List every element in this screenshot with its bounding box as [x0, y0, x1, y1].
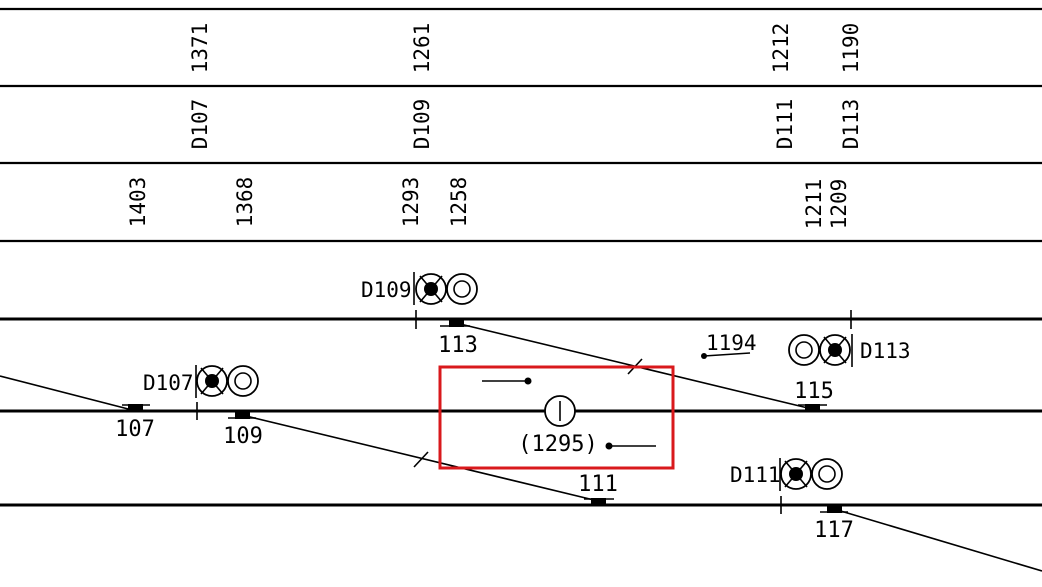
- signal-label: D111: [730, 463, 781, 487]
- signal-lamp-icon: [415, 273, 447, 305]
- signal-label: D109: [361, 278, 412, 302]
- marker-label: 1194: [706, 331, 757, 355]
- joint-slash: [413, 451, 429, 468]
- signal-lamp-inner-icon: [818, 465, 836, 483]
- diverging-track-left: [0, 375, 137, 412]
- insulated-joints: [196, 310, 852, 514]
- signal-lamp-inner-icon: [234, 372, 252, 390]
- signal-d111: D111: [730, 458, 843, 491]
- signal-lamp-inner-icon: [453, 280, 471, 298]
- switch-113-mark: [449, 320, 464, 327]
- tracks: [0, 317, 1042, 572]
- header-value: 1209: [827, 179, 851, 230]
- point-label: 113: [438, 333, 478, 358]
- point-label: 115: [794, 379, 834, 404]
- header-value: 1258: [447, 177, 471, 228]
- header-value: 1371: [188, 23, 212, 74]
- header-value: 1403: [126, 177, 150, 228]
- signal-lamp-icon: [811, 458, 843, 490]
- point-labels: 113 107 109 115 111 117: [115, 333, 854, 543]
- header-row-2: D107 D109 D111 D113: [188, 99, 863, 150]
- signal-lamp-icon: [780, 458, 812, 490]
- header-row-3: 1403 1368 1293 1258 1211 1209: [126, 177, 851, 230]
- header-value: 1261: [410, 23, 434, 74]
- header-value: 1368: [233, 177, 257, 228]
- crossover-109-111: [241, 414, 599, 502]
- header-table: [0, 7, 1042, 243]
- header-value: 1190: [839, 23, 863, 74]
- switch-109-mark: [235, 412, 250, 419]
- signal-lamp-icon: [196, 365, 228, 397]
- marker-line: [703, 352, 751, 357]
- header-value: D107: [188, 99, 212, 150]
- header-value: D113: [839, 99, 863, 150]
- diverging-track-right: [833, 508, 1042, 572]
- signal-label: D113: [860, 339, 911, 363]
- signal-lamp-icon: [819, 334, 851, 366]
- switch-107-mark: [128, 404, 143, 411]
- signal-d107: D107: [143, 365, 259, 398]
- signal-lamp-icon: [788, 334, 820, 366]
- point-label: 109: [223, 424, 263, 449]
- signal-cross-icon: [419, 275, 443, 303]
- signal-d109: D109: [361, 272, 478, 305]
- header-row-1: 1371 1261 1212 1190: [188, 23, 863, 74]
- switch-115-mark: [805, 404, 820, 411]
- header-value: D109: [410, 99, 434, 150]
- header-value: 1293: [399, 177, 423, 228]
- switch-points: [122, 320, 848, 513]
- signal-label: D107: [143, 371, 194, 395]
- highlight-box: [438, 365, 675, 470]
- signal-cross-icon: [784, 460, 808, 488]
- point-label: 107: [115, 417, 155, 442]
- signal-cross-icon: [823, 336, 847, 364]
- signal-lamp-icon: [227, 365, 259, 397]
- signal-lamp-icon: [446, 273, 478, 305]
- point-label: 117: [814, 518, 854, 543]
- marker-1194: 1194: [701, 331, 757, 359]
- switch-111-mark: [591, 498, 606, 505]
- header-value: 1211: [802, 179, 826, 230]
- center-marker-label: (1295): [518, 432, 597, 457]
- signal-cross-icon: [200, 367, 224, 395]
- signal-lamp-inner-icon: [795, 341, 813, 359]
- header-value: 1212: [769, 23, 793, 74]
- highlight-region: (1295): [438, 365, 675, 470]
- point-label: 111: [578, 472, 618, 497]
- header-value: D111: [773, 99, 797, 150]
- signal-d113: D113: [788, 334, 911, 367]
- switch-117-mark: [827, 506, 842, 513]
- stub-dot-icon: [524, 377, 532, 385]
- marker-dot-icon: [701, 353, 707, 359]
